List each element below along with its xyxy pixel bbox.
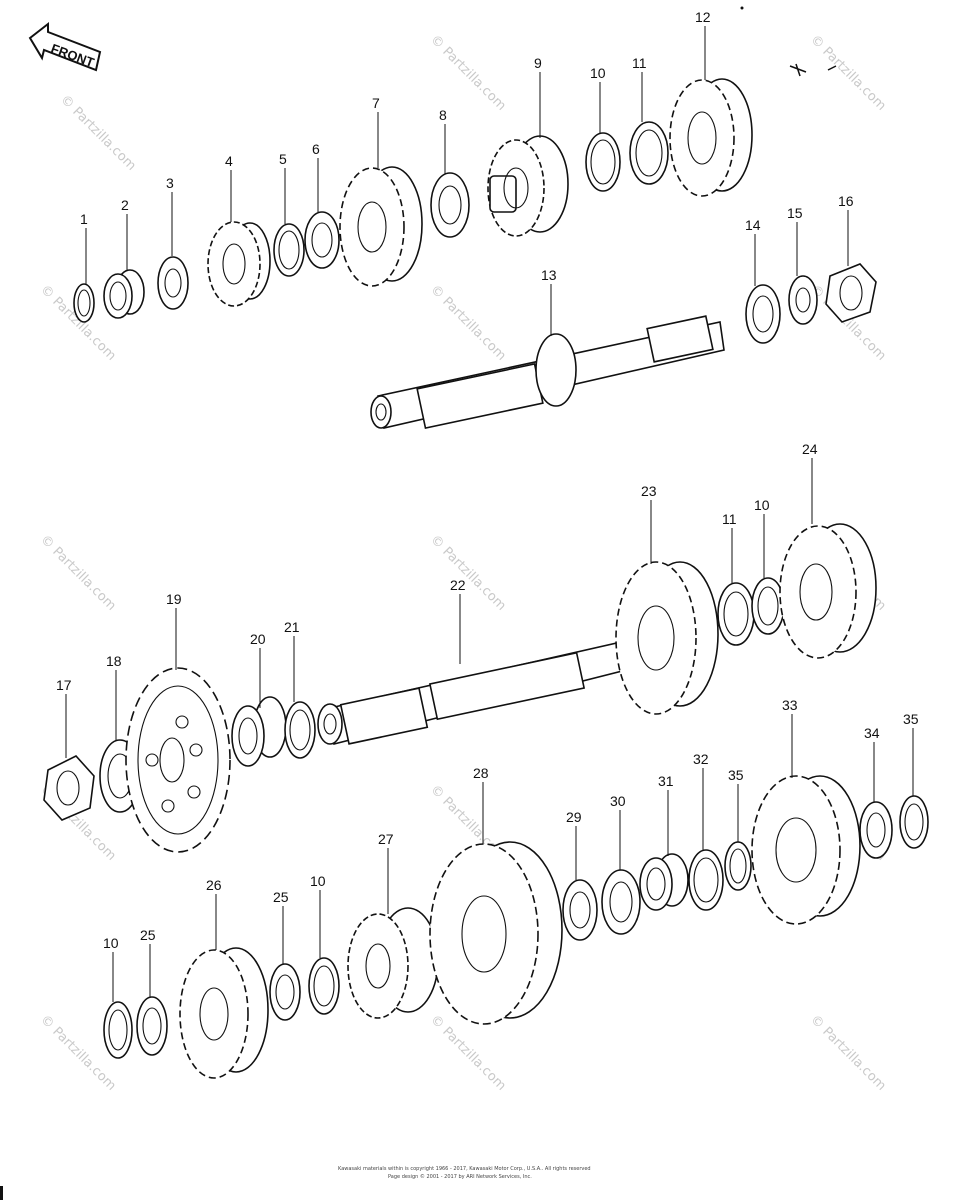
callout-33: 33 bbox=[782, 697, 798, 713]
front-arrow: FRONT bbox=[28, 21, 102, 72]
callout-23: 23 bbox=[641, 483, 657, 499]
part-19-sprocket bbox=[125, 667, 231, 853]
part-10c-circlip bbox=[103, 1001, 133, 1059]
edge-mark bbox=[0, 1186, 3, 1200]
callout-7: 7 bbox=[372, 95, 380, 111]
callout-14: 14 bbox=[745, 217, 761, 233]
part-32-circlip bbox=[688, 849, 724, 911]
part-23-gear bbox=[615, 561, 719, 715]
copyright-line-1: Kawasaki materials within is copyright 1… bbox=[338, 1166, 591, 1172]
part-24-gear bbox=[779, 523, 877, 659]
part-1-circlip bbox=[73, 283, 95, 323]
watermark: © Partzilla.com bbox=[427, 282, 509, 364]
callout-10b: 10 bbox=[754, 497, 770, 513]
callout-26: 26 bbox=[206, 877, 222, 893]
callout-11b: 11 bbox=[722, 511, 737, 527]
copyright-footer: Kawasaki materials within is copyright 1… bbox=[338, 1166, 591, 1180]
callout-31: 31 bbox=[658, 773, 674, 789]
callout-10d: 10 bbox=[310, 873, 326, 889]
callout-22: 22 bbox=[450, 577, 466, 593]
part-7-gear bbox=[339, 166, 423, 287]
callout-9: 9 bbox=[534, 55, 542, 71]
part-29-washer bbox=[562, 879, 598, 941]
callout-29: 29 bbox=[566, 809, 582, 825]
stray-marks bbox=[740, 6, 837, 77]
part-28-gear bbox=[429, 841, 563, 1025]
callout-35b: 35 bbox=[903, 711, 919, 727]
callout-10: 10 bbox=[590, 65, 606, 81]
part-25b-washer bbox=[269, 963, 301, 1021]
part-10-circlip bbox=[585, 132, 621, 192]
part-30-washer bbox=[601, 869, 641, 935]
callout-24: 24 bbox=[802, 441, 818, 457]
callout-5: 5 bbox=[279, 151, 287, 167]
callout-27: 27 bbox=[378, 831, 394, 847]
part-20-collar bbox=[231, 696, 287, 767]
part-17-nut bbox=[43, 755, 95, 821]
callout-15: 15 bbox=[787, 205, 803, 221]
part-27-gear bbox=[347, 907, 439, 1019]
part-35a-circlip bbox=[724, 841, 752, 891]
callout-16: 16 bbox=[838, 193, 854, 209]
callout-25b: 25 bbox=[273, 889, 289, 905]
copyright-line-2: Page design © 2001 - 2017 by ARI Network… bbox=[388, 1173, 532, 1180]
callout-18: 18 bbox=[106, 653, 122, 669]
watermark: © Partzilla.com bbox=[427, 32, 509, 114]
callout-13: 13 bbox=[541, 267, 557, 283]
callout-4: 4 bbox=[225, 153, 233, 169]
callout-19: 19 bbox=[166, 591, 182, 607]
callout-21: 21 bbox=[284, 619, 300, 635]
part-22-output-shaft bbox=[317, 639, 635, 746]
part-13-input-shaft bbox=[370, 315, 725, 429]
part-25a-washer bbox=[136, 996, 168, 1056]
watermark: © Partzilla.com bbox=[37, 532, 119, 614]
part-9-gear bbox=[487, 135, 569, 237]
part-16-nut bbox=[825, 263, 877, 323]
callout-8: 8 bbox=[439, 107, 447, 123]
callout-20: 20 bbox=[250, 631, 266, 647]
part-31-needle-bearing bbox=[639, 853, 689, 911]
part-2-needle-bearing bbox=[103, 269, 145, 319]
callouts: 1 2 3 4 5 6 7 8 9 10 11 12 13 14 15 16 1… bbox=[56, 9, 919, 1002]
callout-12: 12 bbox=[695, 9, 711, 25]
part-5-circlip bbox=[273, 223, 305, 277]
part-14-washer bbox=[745, 284, 781, 344]
callout-17: 17 bbox=[56, 677, 72, 693]
callout-11: 11 bbox=[632, 55, 647, 71]
part-10d-circlip bbox=[308, 957, 340, 1015]
part-3-washer bbox=[157, 256, 189, 310]
callout-34: 34 bbox=[864, 725, 880, 741]
watermark: © Partzilla.com bbox=[807, 1012, 889, 1094]
part-12-gear bbox=[669, 78, 753, 197]
callout-2: 2 bbox=[121, 197, 129, 213]
watermark: © Partzilla.com bbox=[57, 92, 139, 174]
part-33-gear bbox=[751, 775, 861, 925]
callout-1: 1 bbox=[80, 211, 88, 227]
callout-6: 6 bbox=[312, 141, 320, 157]
callout-3: 3 bbox=[166, 175, 174, 191]
watermark: © Partzilla.com bbox=[427, 1012, 509, 1094]
callout-10c: 10 bbox=[103, 935, 119, 951]
part-26-gear bbox=[179, 947, 269, 1079]
part-35b-circlip bbox=[899, 795, 929, 849]
part-10b-circlip bbox=[751, 577, 785, 635]
callout-28: 28 bbox=[473, 765, 489, 781]
callout-32: 32 bbox=[693, 751, 709, 767]
part-8-washer bbox=[430, 172, 470, 238]
part-6-washer bbox=[304, 211, 340, 269]
callout-25: 25 bbox=[140, 927, 156, 943]
part-11b-washer bbox=[717, 582, 755, 646]
callout-35: 35 bbox=[728, 767, 744, 783]
callout-30: 30 bbox=[610, 793, 626, 809]
part-21-o-ring bbox=[284, 701, 316, 759]
part-15-lock-washer bbox=[788, 275, 818, 325]
part-4-gear bbox=[207, 221, 271, 307]
watermark: © Partzilla.com bbox=[807, 32, 889, 114]
watermark: © Partzilla.com bbox=[427, 532, 509, 614]
part-11-washer bbox=[629, 121, 669, 185]
part-34-washer bbox=[859, 801, 893, 859]
